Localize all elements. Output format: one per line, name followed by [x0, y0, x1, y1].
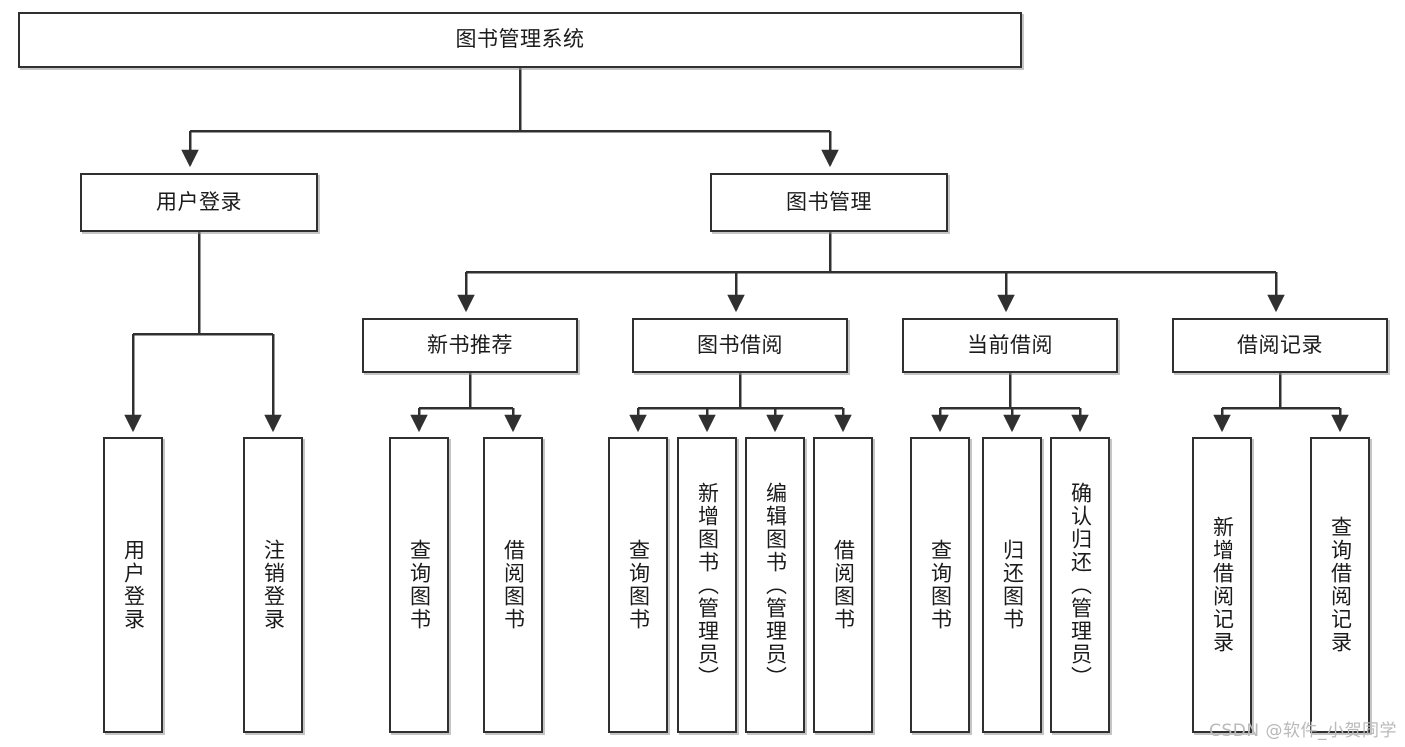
node-leaf-borrow-book-2-label: 借阅图书: [831, 539, 856, 631]
node-borrow-record-label: 借阅记录: [1237, 332, 1323, 357]
node-leaf-query-record-label: 查询借阅记录: [1328, 516, 1353, 654]
node-leaf-edit-book-label: 编辑图书（管理员）: [763, 481, 788, 689]
node-book-borrow[interactable]: 图书借阅: [632, 318, 848, 373]
node-leaf-query-record[interactable]: 查询借阅记录: [1310, 437, 1370, 733]
node-leaf-borrow-book-2[interactable]: 借阅图书: [813, 437, 873, 733]
node-leaf-add-record[interactable]: 新增借阅记录: [1192, 437, 1252, 733]
node-leaf-borrow-book-1-label: 借阅图书: [501, 539, 526, 631]
node-borrow-record[interactable]: 借阅记录: [1172, 318, 1388, 373]
node-root-label: 图书管理系统: [455, 27, 585, 52]
node-leaf-query-book-1[interactable]: 查询图书: [389, 437, 449, 733]
node-book-manage-label: 图书管理: [786, 189, 872, 214]
node-leaf-user-login-label: 用户登录: [121, 539, 146, 631]
node-leaf-query-book-2[interactable]: 查询图书: [608, 437, 668, 733]
node-current-borrow-label: 当前借阅: [967, 332, 1053, 357]
node-leaf-return-book-label: 归还图书: [1000, 539, 1025, 631]
node-current-borrow[interactable]: 当前借阅: [902, 318, 1118, 373]
node-leaf-add-record-label: 新增借阅记录: [1210, 516, 1235, 654]
node-leaf-add-book[interactable]: 新增图书（管理员）: [677, 437, 737, 733]
node-leaf-edit-book[interactable]: 编辑图书（管理员）: [745, 437, 805, 733]
node-leaf-logout-label: 注销登录: [261, 539, 286, 631]
node-leaf-return-book[interactable]: 归还图书: [982, 437, 1042, 733]
node-book-manage[interactable]: 图书管理: [710, 173, 948, 232]
node-leaf-confirm-return-label: 确认归还（管理员）: [1068, 481, 1093, 689]
node-new-book-recommend-label: 新书推荐: [427, 332, 513, 357]
node-leaf-query-book-2-label: 查询图书: [626, 539, 651, 631]
node-leaf-borrow-book-1[interactable]: 借阅图书: [483, 437, 543, 733]
node-book-borrow-label: 图书借阅: [697, 332, 783, 357]
node-root[interactable]: 图书管理系统: [18, 12, 1022, 68]
node-leaf-logout[interactable]: 注销登录: [243, 437, 303, 733]
node-leaf-confirm-return[interactable]: 确认归还（管理员）: [1050, 437, 1110, 733]
node-leaf-query-book-3[interactable]: 查询图书: [910, 437, 970, 733]
node-user-login[interactable]: 用户登录: [80, 173, 318, 232]
node-user-login-label: 用户登录: [156, 189, 242, 214]
node-new-book-recommend[interactable]: 新书推荐: [362, 318, 578, 373]
node-leaf-user-login[interactable]: 用户登录: [103, 437, 163, 733]
node-leaf-add-book-label: 新增图书（管理员）: [695, 481, 720, 689]
node-leaf-query-book-1-label: 查询图书: [407, 539, 432, 631]
node-leaf-query-book-3-label: 查询图书: [928, 539, 953, 631]
